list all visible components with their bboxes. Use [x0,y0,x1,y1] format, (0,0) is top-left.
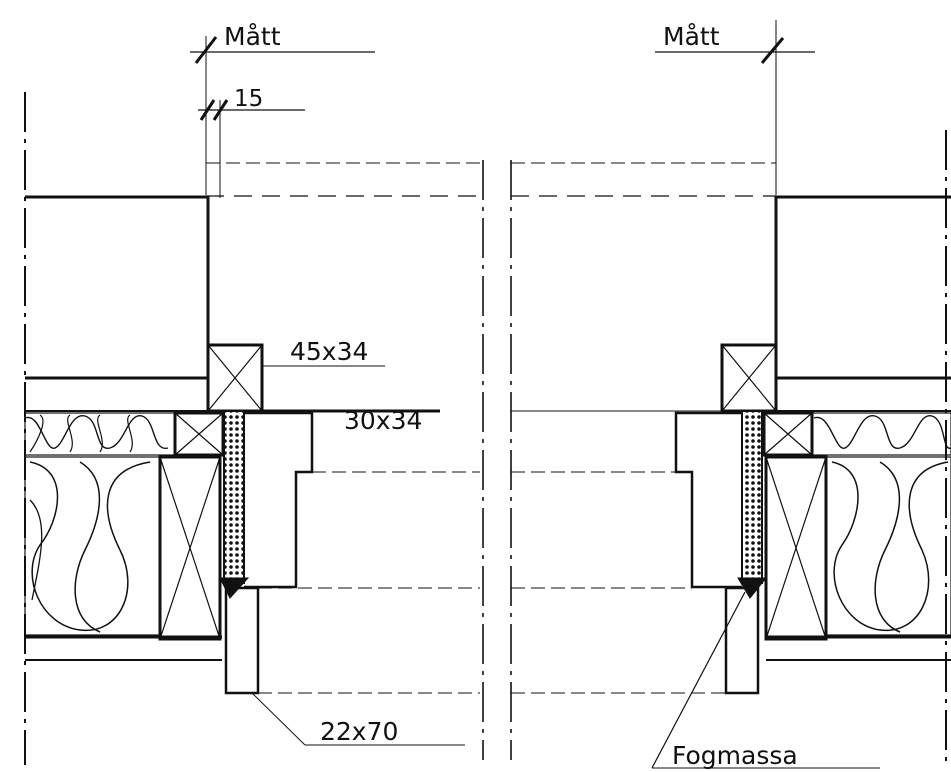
left-22x70-leader [251,692,306,746]
right-matt-tick [760,37,785,64]
left-insulation-top [24,412,176,456]
left-15-tick-a [199,99,216,121]
left-stud [158,455,222,641]
left-detail [24,36,484,765]
left-frame-profile [244,411,314,589]
left-seal-strip [223,410,245,584]
label-45x34: 45x34 [290,337,368,366]
right-fogmassa-leader [651,591,746,769]
right-detail [510,20,951,769]
left-casing-22x70 [224,586,260,695]
left-wall-block [25,195,210,380]
right-seal-strip [741,410,763,584]
right-casing [724,586,760,695]
label-fogmassa: Fogmassa [672,741,798,770]
label-22x70: 22x70 [320,717,398,746]
label-30x34: 30x34 [344,406,422,435]
right-insulation-main [825,456,951,636]
left-insulation-main [24,456,161,636]
right-wall-block [774,195,951,380]
right-insulation-top [811,412,951,456]
label-matt-left: Mått [224,22,281,51]
label-gap-15: 15 [234,86,263,112]
label-matt-right: Mått [663,22,720,51]
right-frame-profile [674,411,742,589]
